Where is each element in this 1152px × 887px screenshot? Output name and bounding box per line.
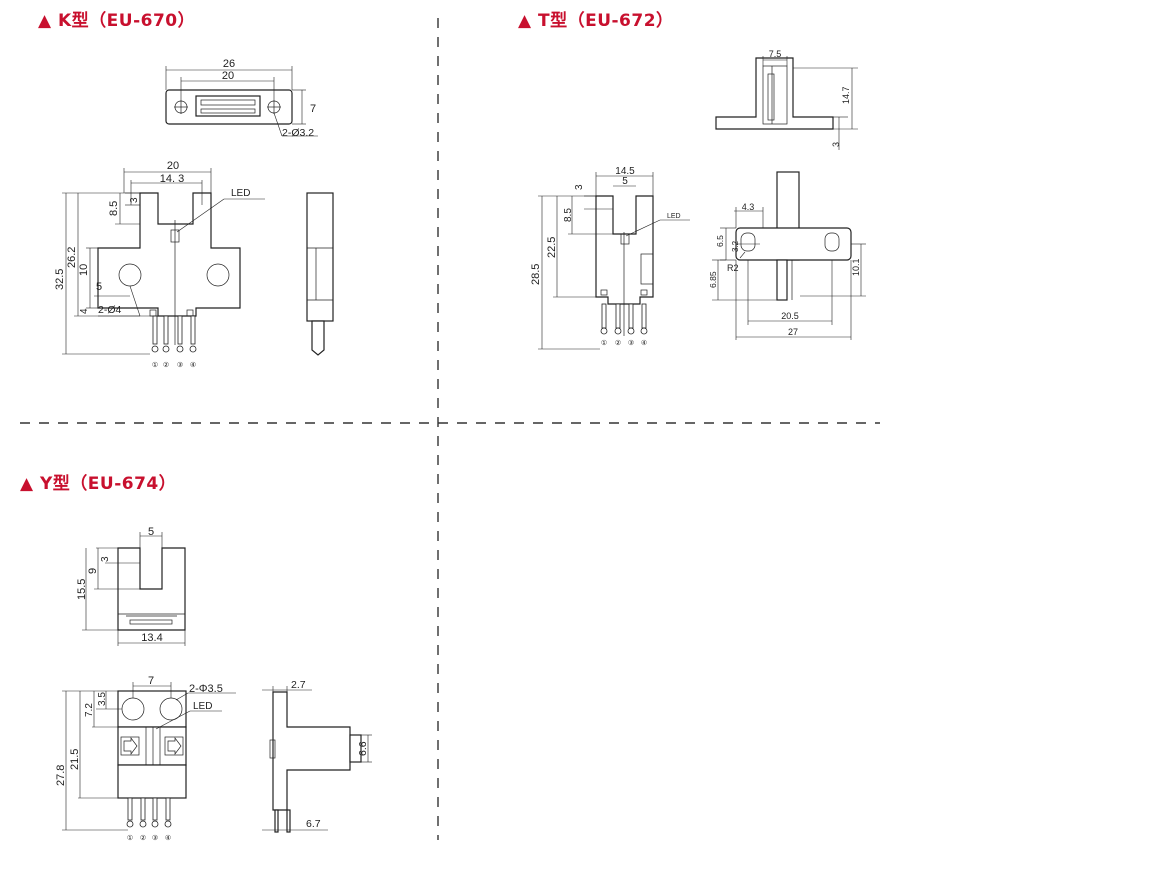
y-pin-label-3: ③ <box>152 834 158 842</box>
t-pins <box>600 303 648 335</box>
y-front-dim-3-5: 3.5 <box>97 692 108 706</box>
t-front-body-height: 22.5 <box>546 237 558 258</box>
section-title-k-type: ▲ K型（EU-670） <box>38 11 196 31</box>
section-title-y-type: ▲ Y型（EU-674） <box>20 474 177 494</box>
y-front-total-height: 27.8 <box>55 765 67 786</box>
k-front-hole-height: 5 <box>96 281 102 293</box>
y-front-body-height: 21.5 <box>69 749 81 770</box>
t-front-slot-width: 5 <box>622 176 628 187</box>
t-top-height: 14.7 <box>841 86 851 104</box>
section-title-t-type: ▲ T型（EU-672） <box>518 11 674 31</box>
t-front-total-height: 28.5 <box>530 264 542 285</box>
t-front-gap: 3 <box>574 184 585 190</box>
y-front-hole-spacing: 7 <box>148 675 154 687</box>
k-pin-label-4: ④ <box>190 361 196 369</box>
t-side-overall-width: 27 <box>788 327 798 337</box>
y-front-led: LED <box>193 701 212 712</box>
t-front-view: ① ② ③ ④ 14.5 5 3 8.5 LED 28.5 22.5 <box>530 166 690 350</box>
y-front-holes: 2-Φ3.5 <box>189 683 223 695</box>
t-pin-label-3: ③ <box>628 339 634 347</box>
k-front-led: LED <box>231 188 250 199</box>
t-top-width: 7.5 <box>769 49 782 59</box>
y-pin-label-2: ② <box>140 834 146 842</box>
t-front-led: LED <box>667 213 681 220</box>
y-front-view: ① ② ③ ④ 7 2-Φ3.5 LED 3.5 7.2 21.5 27.8 <box>55 675 236 842</box>
y-top-slot-depth: 9 <box>87 568 99 574</box>
k-top-height: 7 <box>310 103 316 115</box>
y-pins <box>126 797 172 828</box>
t-front-slot-depth: 8.5 <box>563 208 574 222</box>
k-top-overall-width: 26 <box>223 58 235 70</box>
k-top-hole-spacing: 20 <box>222 70 234 82</box>
k-pin-label-2: ② <box>163 361 169 369</box>
k-side-view <box>306 192 334 356</box>
k-front-mid-height: 10 <box>78 264 90 276</box>
t-pin-label-2: ② <box>615 339 621 347</box>
t-side-dim-6-5: 6.5 <box>715 235 725 247</box>
y-top-view: 5 3 9 15.5 13.4 <box>76 526 186 646</box>
t-side-hole-offset: 4.3 <box>742 202 755 212</box>
k-pin-label-1: ① <box>152 361 158 369</box>
y-pin-label-1: ① <box>127 834 133 842</box>
t-side-dim-6-85: 6.85 <box>708 271 718 288</box>
y-side-pin-offset: 6.7 <box>306 818 321 830</box>
y-top-gap: 3 <box>100 556 111 562</box>
t-pin-label-1: ① <box>601 339 607 347</box>
t-top-view: 7.5 14.7 3 <box>715 49 858 150</box>
k-front-holes: 2-Ø4 <box>98 304 122 316</box>
k-front-slot-span: 14. 3 <box>160 173 184 185</box>
k-pin-label-3: ③ <box>177 361 183 369</box>
t-side-hole-spacing: 20.5 <box>781 311 799 321</box>
y-top-height: 15.5 <box>76 579 88 600</box>
k-front-view: ① ② ③ ④ 20 14. 3 3 8.5 LED 32.5 26.2 10 … <box>54 160 265 369</box>
k-top-holes: 2-Ø3.2 <box>282 127 314 139</box>
y-front-dim-7-2: 7.2 <box>84 703 95 717</box>
k-front-body-height: 26.2 <box>66 247 78 268</box>
y-pin-label-4: ④ <box>165 834 171 842</box>
k-front-gap: 3 <box>129 197 140 203</box>
y-top-width: 13.4 <box>141 632 162 644</box>
t-side-radius: R2 <box>727 263 739 273</box>
k-top-view: 26 20 7 2-Ø3.2 <box>165 58 318 139</box>
y-side-tab-height: 6.6 <box>357 741 369 756</box>
k-front-slot-depth: 8.5 <box>108 201 120 216</box>
k-front-width: 20 <box>167 160 179 172</box>
t-pin-label-4: ④ <box>641 339 647 347</box>
y-side-top-thickness: 2.7 <box>291 679 306 691</box>
t-side-height: 10.1 <box>851 258 861 276</box>
y-top-slot-width: 5 <box>148 526 154 538</box>
k-front-total-height: 32.5 <box>54 269 66 290</box>
t-top-base: 3 <box>831 142 841 147</box>
t-side-view: 4.3 6.5 3.2 R2 6.85 20.5 27 10.1 <box>708 171 866 340</box>
k-pins <box>151 315 197 353</box>
k-front-base-height: 4 <box>79 308 90 314</box>
t-side-dim-3-2: 3.2 <box>731 240 740 252</box>
t-front-width: 14.5 <box>615 166 635 177</box>
y-side-view: 2.7 6.6 6.7 <box>262 679 372 833</box>
